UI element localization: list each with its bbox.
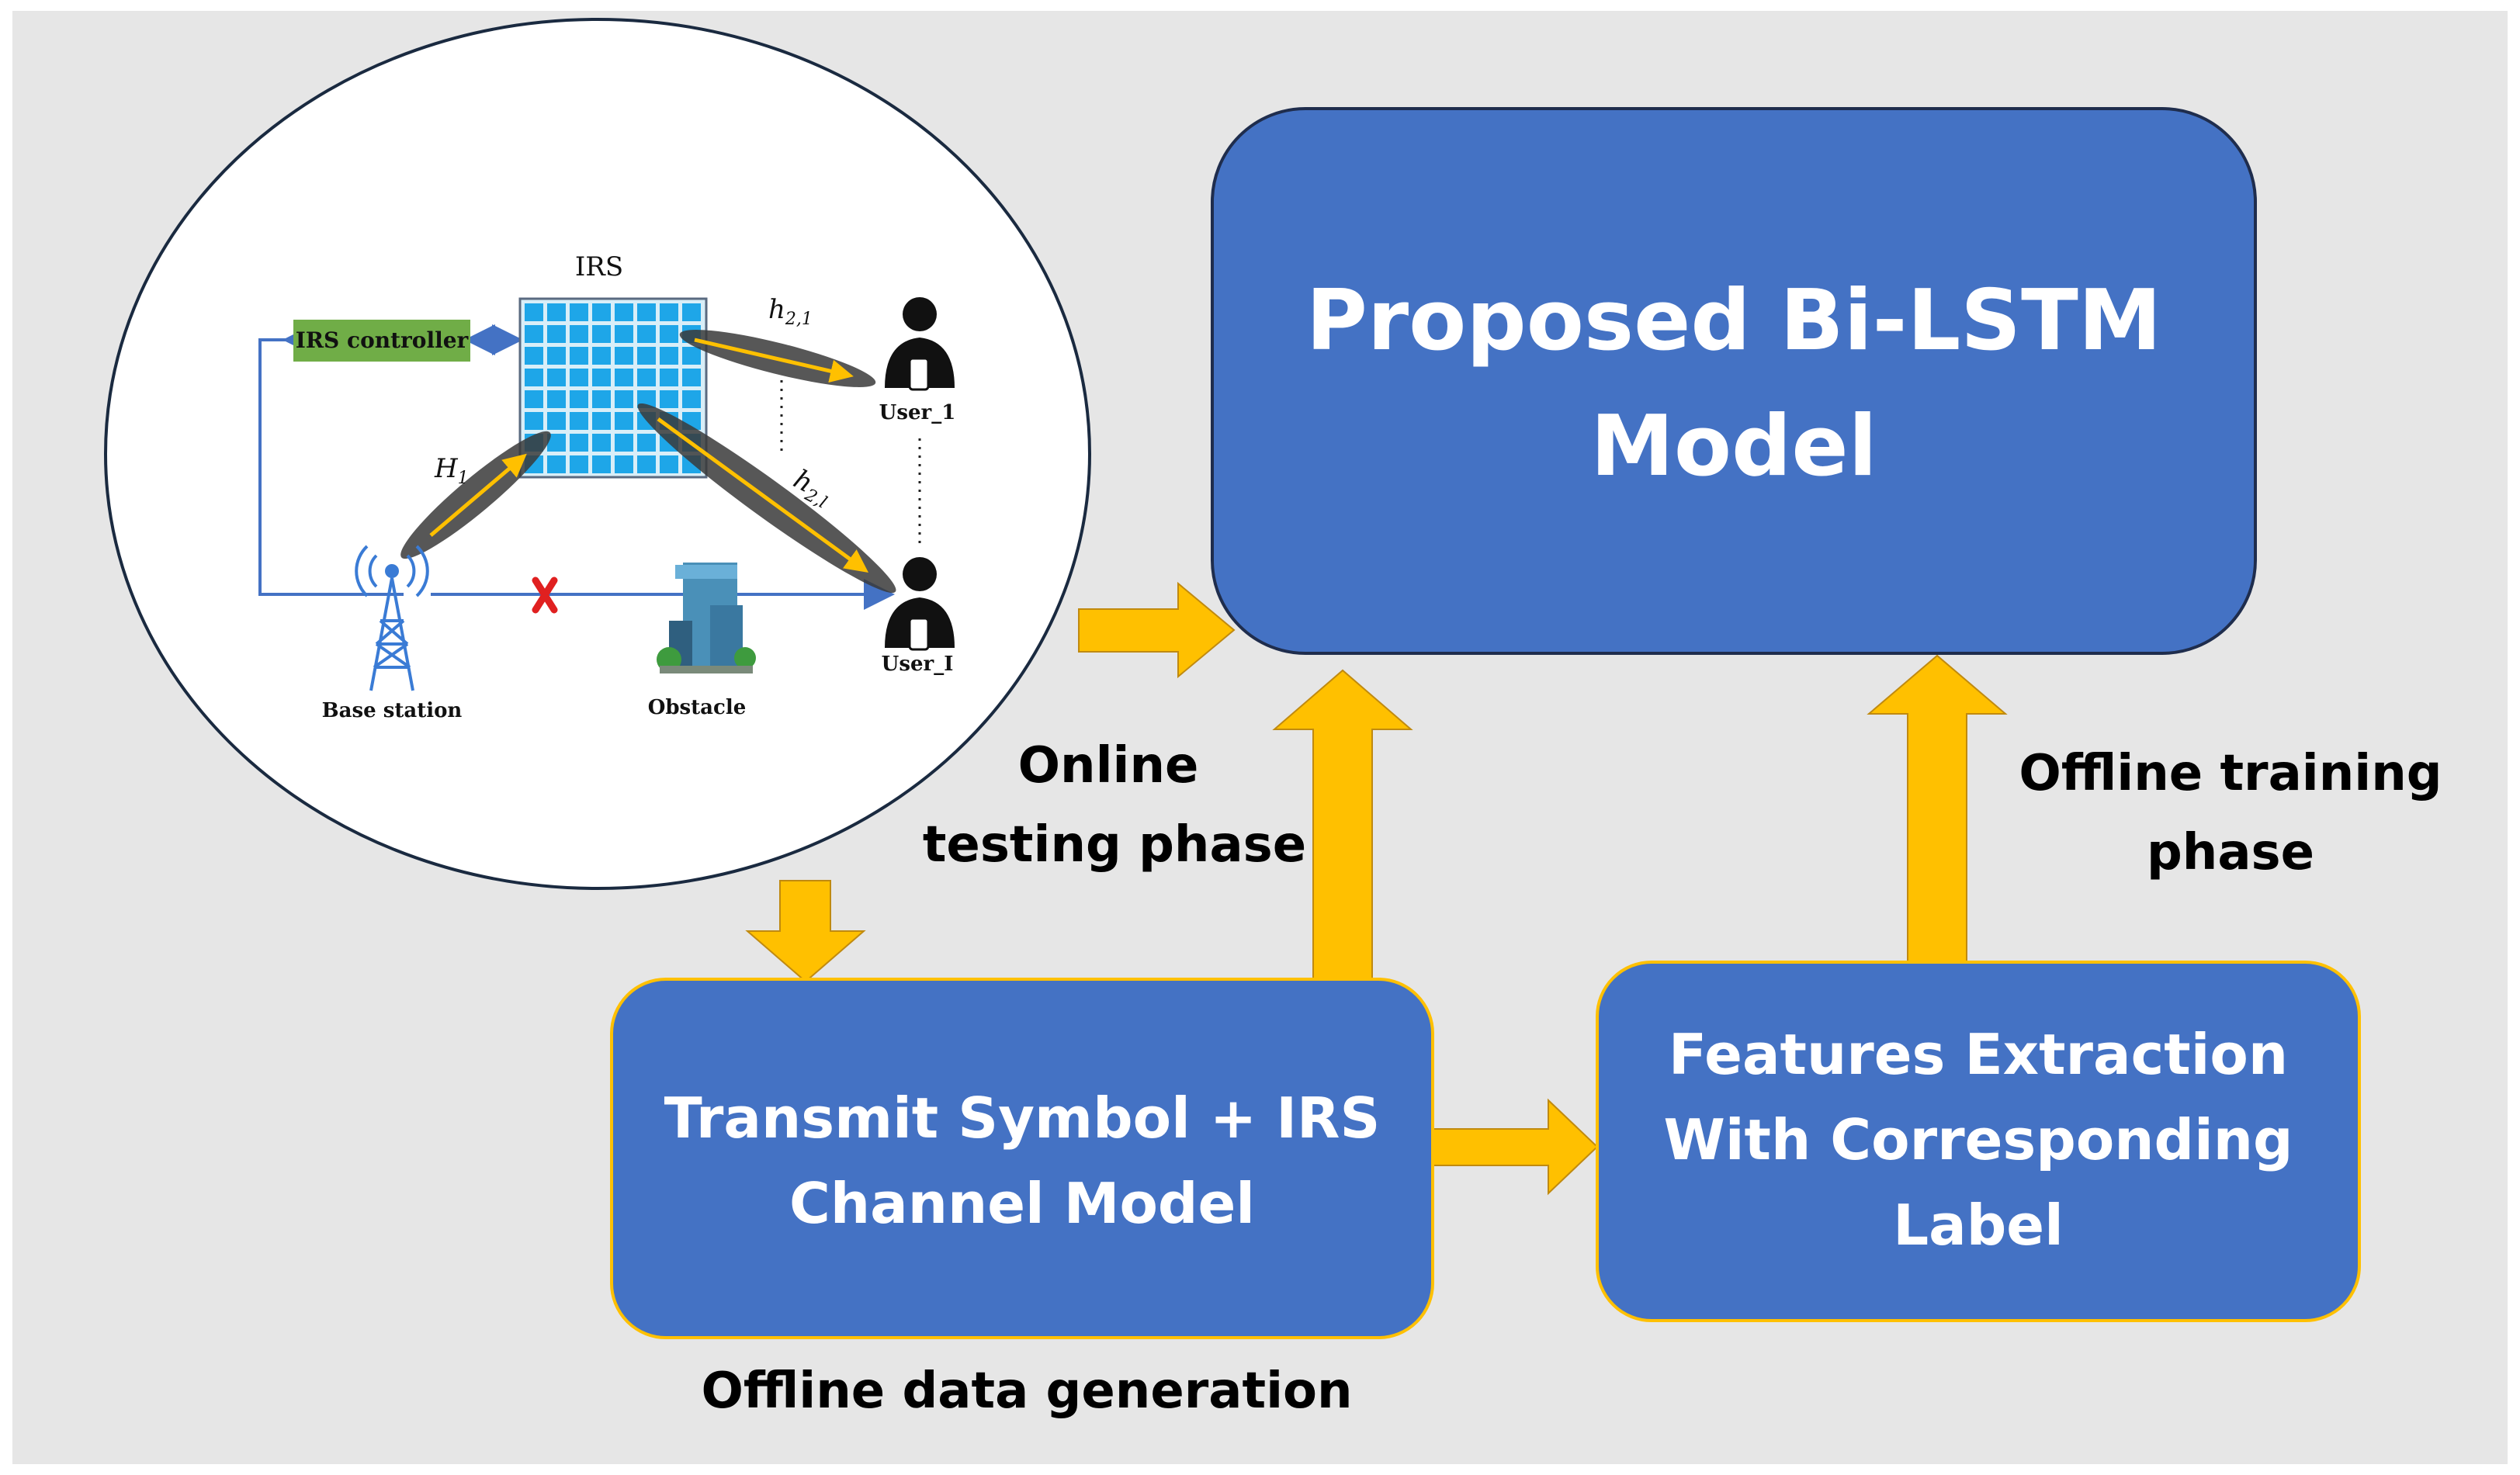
online-label-line2: testing phase (923, 816, 1306, 874)
beam-h2l (637, 403, 896, 594)
irs-cell (660, 455, 678, 473)
irs-cell (615, 390, 633, 408)
irs-cell (637, 455, 656, 473)
user-bottom-icon (885, 557, 955, 651)
arrow-features-to-model (1867, 654, 2008, 967)
irs-cell (570, 369, 588, 386)
irs-cell (682, 347, 701, 365)
irs-cell (525, 412, 543, 430)
irs-cell (570, 455, 588, 473)
h1-label: H1 (434, 453, 469, 488)
irs-controller-box (293, 320, 470, 362)
irs-cell (660, 303, 678, 321)
irs-cell (592, 412, 611, 430)
obstacle-label: Obstacle (648, 696, 747, 719)
irs-cell (570, 347, 588, 365)
obstacle-building-icon (657, 563, 756, 673)
irs-cell (547, 434, 566, 452)
irs-cell (547, 325, 566, 343)
irs-cell (592, 434, 611, 452)
scene-illustration: IRS controller IRS H1 h2,1 h2,l (104, 18, 1091, 890)
arrow-scene-to-model (1078, 581, 1236, 679)
user-bottom-label: User_I (882, 653, 954, 676)
irs-label: IRS (575, 251, 623, 282)
irs-cell (592, 303, 611, 321)
irs-cell (637, 325, 656, 343)
irs-cell (570, 412, 588, 430)
irs-cell (660, 325, 678, 343)
irs-cell (615, 325, 633, 343)
irs-cell (637, 369, 656, 386)
base-station-label: Base station (322, 699, 463, 722)
irs-cell (570, 303, 588, 321)
irs-cell (570, 390, 588, 408)
offline-training-line2: phase (2147, 824, 2314, 881)
controller-link-line (258, 338, 404, 596)
irs-cell (615, 303, 633, 321)
irs-cell (615, 369, 633, 386)
arrow-transmit-to-model (1272, 669, 1413, 980)
irs-cell (547, 455, 566, 473)
features-line3: Label (1893, 1193, 2064, 1258)
beam-h1 (400, 431, 551, 559)
irs-cell (682, 303, 701, 321)
irs-cell (547, 390, 566, 408)
irs-cell (525, 325, 543, 343)
irs-cell (570, 325, 588, 343)
irs-cell (592, 325, 611, 343)
arrow-transmit-to-features (1432, 1098, 1599, 1196)
transmit-channel-box: Transmit Symbol + IRS Channel Model (610, 978, 1434, 1339)
base-station-icon (355, 545, 429, 691)
irs-cell (525, 347, 543, 365)
irs-cell (592, 390, 611, 408)
irs-cell (592, 369, 611, 386)
transmit-line1: Transmit Symbol + IRS (664, 1085, 1381, 1151)
irs-cell (660, 369, 678, 386)
arrow-scene-to-transmit (745, 880, 866, 983)
features-line2: With Corresponding (1663, 1107, 2293, 1172)
online-label-line1: Online (1018, 737, 1199, 795)
irs-cell (547, 369, 566, 386)
irs-cell (660, 390, 678, 408)
irs-cell (615, 347, 633, 365)
transmit-line2: Channel Model (789, 1171, 1255, 1236)
irs-cell (660, 347, 678, 365)
irs-cell (525, 390, 543, 408)
irs-cell (682, 369, 701, 386)
user-top-label: User_1 (879, 401, 956, 424)
irs-cell (547, 303, 566, 321)
irs-cell (637, 347, 656, 365)
irs-cell (547, 412, 566, 430)
irs-cell (592, 347, 611, 365)
offline-training-line1: Offline training (2019, 745, 2442, 802)
irs-cell (615, 434, 633, 452)
irs-cell (682, 390, 701, 408)
bilstm-model-box: Proposed Bi-LSTM Model (1211, 107, 2257, 655)
irs-cell (570, 434, 588, 452)
irs-controller-label: IRS controller (296, 327, 470, 353)
irs-cell (615, 455, 633, 473)
bilstm-line2: Model (1590, 398, 1877, 495)
irs-cell (637, 434, 656, 452)
features-line1: Features Extraction (1669, 1022, 2288, 1087)
irs-cell (637, 303, 656, 321)
h21-label: h2,1 (768, 294, 813, 329)
irs-cell (525, 369, 543, 386)
irs-cell (525, 303, 543, 321)
irs-cell (592, 455, 611, 473)
bilstm-line1: Proposed Bi-LSTM (1306, 272, 2161, 369)
irs-cell (615, 412, 633, 430)
beam-h21 (679, 330, 876, 387)
irs-cell (547, 347, 566, 365)
offline-data-generation-label: Offline data generation (701, 1362, 1352, 1420)
user-top-icon (885, 297, 955, 391)
features-extraction-box: Features Extraction With Corresponding L… (1596, 961, 2361, 1322)
blocked-x-icon (532, 576, 558, 614)
